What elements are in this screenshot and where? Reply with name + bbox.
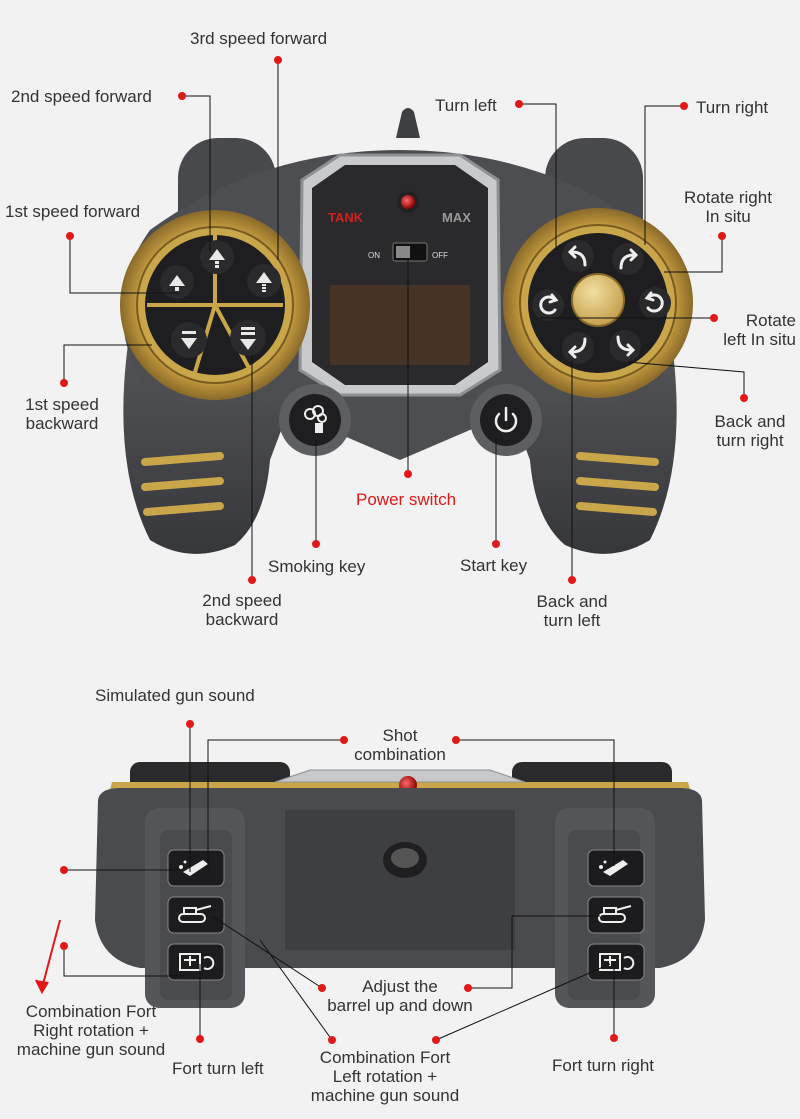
label-back-turn-left-line2: turn left — [543, 611, 601, 630]
right-direction-pad — [503, 208, 693, 398]
label-power-switch: Power switch — [356, 490, 457, 509]
turn-right-icon[interactable] — [612, 243, 644, 275]
label-back-turn-right: Back and turn right — [700, 412, 800, 450]
red-arrow — [35, 919, 61, 995]
label-rotate-right-line2: In situ — [705, 207, 751, 226]
label-fort-turn-left: Fort turn left — [172, 1059, 264, 1078]
label-3rd-speed-forward: 3rd speed forward — [190, 29, 328, 48]
tank-button-left[interactable] — [167, 896, 225, 934]
label-back-turn-right-line2: turn right — [716, 431, 784, 450]
label-rotate-left: Rotate left In situ — [690, 311, 796, 349]
gun-icon — [179, 860, 208, 876]
rotate-right-icon[interactable] — [639, 287, 671, 319]
brand-left-text: TANK — [328, 210, 364, 225]
label-combo-fort-left-line2: Left rotation + — [332, 1067, 438, 1086]
label-1st-speed-backward-line2: backward — [25, 414, 99, 433]
label-back-turn-left-line1: Back and — [536, 592, 608, 611]
tank-icon — [598, 905, 632, 923]
brand-right-text: MAX — [442, 210, 471, 225]
triple-arrow-up-icon[interactable] — [247, 264, 281, 298]
label-adjust-barrel-line1: Adjust the — [362, 977, 438, 996]
label-turn-right: Turn right — [696, 98, 769, 117]
controller-top-view: TANK MAX ON OFF — [120, 108, 693, 554]
label-simulated-gun-sound: Simulated gun sound — [95, 686, 255, 705]
controller-front-view — [95, 762, 705, 1008]
center-knob[interactable] — [571, 273, 625, 327]
label-rotate-right: Rotate right In situ — [668, 188, 788, 226]
label-combo-fort-right-line1: Combination Fort — [25, 1002, 157, 1021]
power-icon — [494, 406, 518, 433]
label-back-turn-left: Back and turn left — [522, 592, 622, 630]
label-rotate-left-line2: left In situ — [723, 330, 796, 349]
double-arrow-up-icon[interactable] — [200, 240, 234, 274]
gun-button-left[interactable] — [167, 849, 225, 887]
tank-button-right[interactable] — [587, 896, 645, 934]
label-shot-combination-line2: combination — [354, 745, 446, 764]
label-adjust-barrel: Adjust the barrel up and down — [310, 977, 490, 1015]
label-combo-fort-right: Combination Fort Right rotation + machin… — [0, 1002, 182, 1059]
label-back-turn-right-line1: Back and — [714, 412, 786, 431]
label-combo-fort-left: Combination Fort Left rotation + machine… — [290, 1048, 480, 1105]
label-1st-speed-backward-line1: 1st speed — [25, 395, 99, 414]
power-led — [401, 195, 415, 209]
label-rotate-left-line1: Rotate — [745, 311, 796, 330]
label-1st-speed-forward: 1st speed forward — [5, 202, 141, 221]
label-combo-fort-left-line1: Combination Fort — [319, 1048, 451, 1067]
label-2nd-speed-backward-line2: backward — [205, 610, 279, 629]
label-combo-fort-left-line3: machine gun sound — [310, 1086, 460, 1105]
switch-on-text: ON — [368, 251, 380, 260]
callout-dots — [60, 56, 748, 1044]
label-rotate-right-line1: Rotate right — [684, 188, 772, 207]
label-combo-fort-right-line2: Right rotation + — [33, 1021, 149, 1040]
turret-button-left[interactable] — [167, 943, 225, 981]
label-shot-combination-line1: Shot — [382, 726, 418, 745]
smoke-icon — [304, 405, 327, 433]
label-shot-combination: Shot combination — [340, 726, 460, 764]
gun-button-right[interactable] — [587, 849, 645, 887]
turret-icon — [179, 953, 215, 971]
turret-button-right[interactable] — [587, 943, 645, 981]
label-fort-turn-right: Fort turn right — [552, 1056, 655, 1075]
label-adjust-barrel-line2: barrel up and down — [327, 996, 473, 1015]
label-combo-fort-right-line3: machine gun sound — [16, 1040, 166, 1059]
gun-icon — [599, 860, 628, 876]
smoking-key[interactable] — [279, 384, 351, 456]
label-start-key: Start key — [460, 556, 528, 575]
grip-stripes — [141, 452, 659, 516]
arrow-down-icon[interactable] — [171, 322, 207, 358]
label-2nd-speed-backward: 2nd speed backward — [192, 591, 292, 629]
double-arrow-down-icon[interactable] — [230, 320, 266, 356]
arrow-up-icon[interactable] — [160, 265, 194, 299]
rotate-left-icon[interactable] — [532, 289, 564, 321]
start-key[interactable] — [470, 384, 542, 456]
label-2nd-speed-backward-line1: 2nd speed — [202, 591, 282, 610]
label-smoking-key: Smoking key — [268, 557, 366, 576]
left-speed-pad — [120, 210, 310, 400]
label-2nd-speed-forward: 2nd speed forward — [11, 87, 152, 106]
turn-left-icon[interactable] — [562, 240, 594, 272]
label-1st-speed-backward: 1st speed backward — [12, 395, 112, 433]
label-turn-left: Turn left — [435, 96, 497, 115]
tank-icon — [178, 905, 212, 923]
back-left-icon[interactable] — [562, 332, 594, 364]
back-right-icon[interactable] — [609, 330, 641, 362]
callout-lines — [63, 60, 745, 1041]
switch-off-text: OFF — [432, 251, 448, 260]
